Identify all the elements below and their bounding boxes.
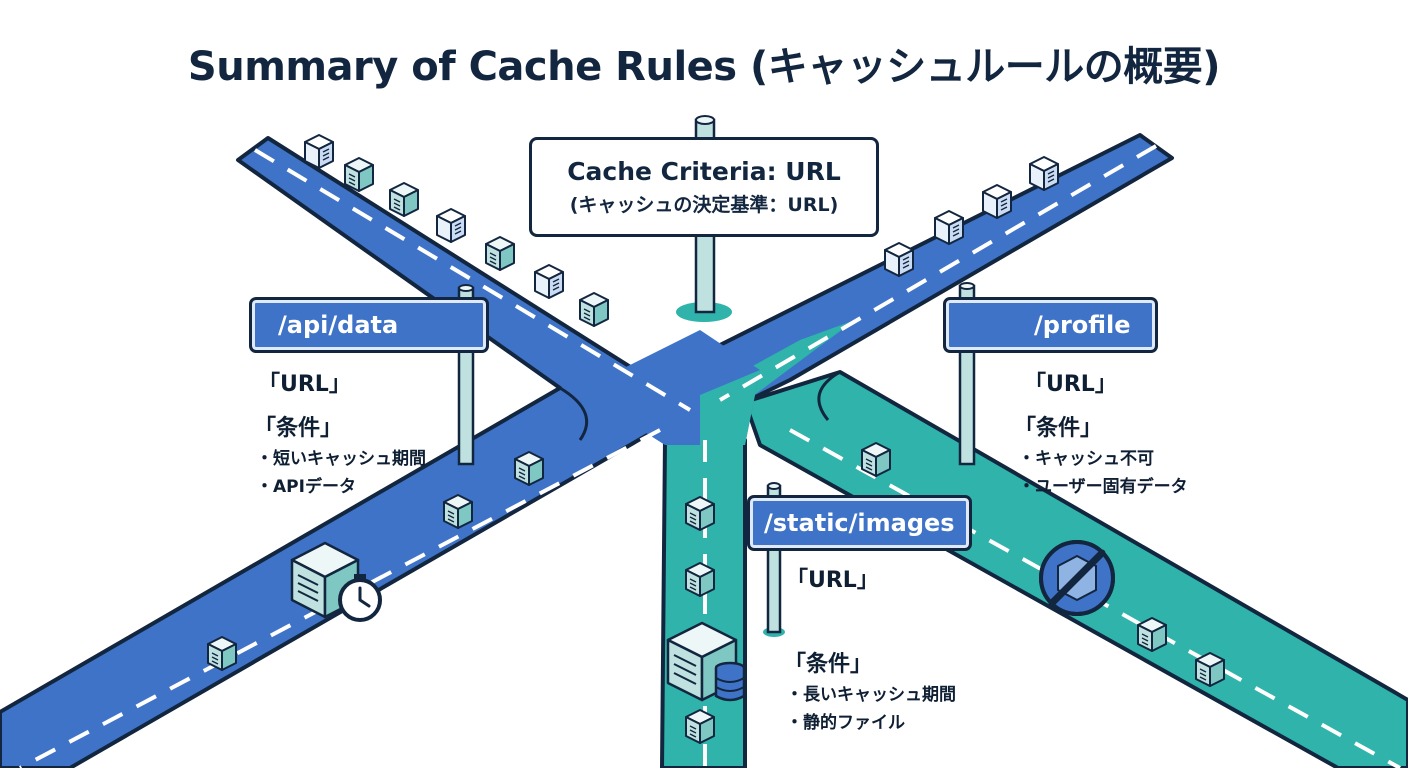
database-icon — [666, 621, 746, 702]
profile-condition-item: ・ユーザー固有データ — [1018, 477, 1188, 497]
static-conditions-label: 「条件」 — [784, 652, 873, 677]
cache-criteria-sign: Cache Criteria: URL (キャッシュの決定基準：URL) — [529, 137, 879, 237]
route-sign-api-data: /api/data — [249, 297, 489, 353]
profile-conditions-label: 「条件」 — [1014, 416, 1103, 441]
stopwatch-icon — [290, 541, 382, 622]
api-url-label: 「URL」 — [258, 372, 351, 397]
api-conditions-label: 「条件」 — [254, 416, 343, 441]
static-condition-item: ・静的ファイル — [786, 713, 905, 733]
no-entry-icon — [1039, 540, 1115, 616]
page-title: Summary of Cache Rules (キャッシュルールの概要) — [187, 44, 1221, 90]
route-sign-profile: /profile — [943, 297, 1158, 353]
cache-criteria-subtitle: (キャッシュの決定基準：URL) — [569, 194, 839, 216]
static-url-label: 「URL」 — [786, 568, 879, 593]
api-condition-item: ・短いキャッシュ期間 — [256, 449, 426, 469]
route-sign-static-images: /static/images — [747, 495, 972, 551]
api-condition-item: ・APIデータ — [256, 477, 356, 497]
profile-url-label: 「URL」 — [1024, 372, 1117, 397]
cache-criteria-title: Cache Criteria: URL — [567, 157, 841, 186]
static-condition-item: ・長いキャッシュ期間 — [786, 685, 956, 705]
profile-condition-item: ・キャッシュ不可 — [1018, 449, 1154, 469]
